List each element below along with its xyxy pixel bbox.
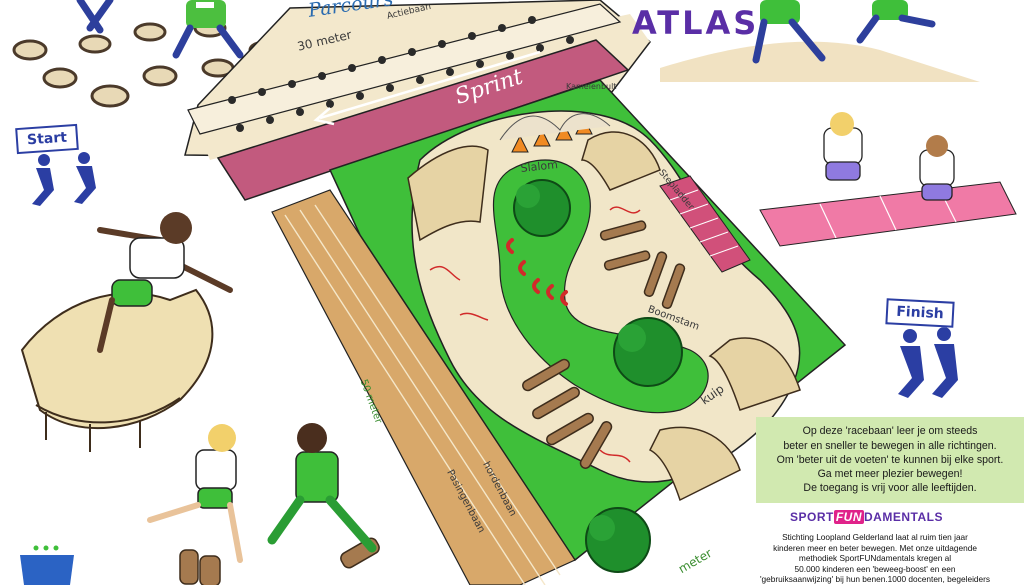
direction-arrows <box>429 206 641 463</box>
foundation-line: 50.000 kinderen een 'beweeg-boost' en ee… <box>794 563 956 574</box>
logo-fun: FUN <box>833 510 865 524</box>
info-line: Om 'beter uit de voeten' te kunnen bij e… <box>776 453 1004 466</box>
hurdle-lane <box>271 189 576 585</box>
lane-lines <box>284 204 561 585</box>
slalom-markers <box>506 238 568 306</box>
start-sign: Start <box>15 123 79 155</box>
bench-icon <box>407 131 801 502</box>
foundation-line: Stichting Loopland Gelderland laat al ru… <box>782 532 968 542</box>
label-kamelenbult: Kamelenbult <box>566 82 617 91</box>
foundation-line: kinderen meer en beter bewegen. Met onze… <box>773 542 977 553</box>
log-icon-bottom <box>179 537 380 585</box>
runner-icon-pair <box>147 423 377 563</box>
page-title: ATLAS <box>632 4 760 42</box>
info-line: Op deze 'racebaan' leer je om steeds <box>802 425 978 438</box>
runner-icon-jumping <box>97 212 233 353</box>
logo-sport: SPORT <box>790 510 834 524</box>
runner-icon-top-right <box>660 0 980 82</box>
hopscotch-mat <box>759 112 1017 247</box>
info-line: Ga met meer plezier bewegen! <box>817 468 963 481</box>
foundation-line: 'gebruiksaanwijzing' bij hun benen.1000 … <box>759 574 991 585</box>
bench-icon-circular <box>20 288 214 452</box>
emblem-icon <box>20 545 74 585</box>
logo-damentals: DAMENTALS <box>864 510 943 524</box>
finish-sign: Finish <box>885 298 955 328</box>
stepladder <box>659 175 751 273</box>
camel-hump <box>499 113 611 141</box>
runner-icon <box>76 0 244 59</box>
runner-icon-finish <box>898 327 958 398</box>
log-icon <box>522 220 686 469</box>
info-line: De toegang is vrij voor alle leeftijden. <box>803 482 977 495</box>
foundation-text: Stichting Loopland Gelderland laat al ru… <box>740 532 1010 585</box>
tree-icon <box>513 179 683 573</box>
info-line: beter en sneller te bewegen in alle rich… <box>783 439 997 452</box>
runner-icon-start <box>32 152 96 206</box>
foundation-line: methodiek SportFUNdamentals kregen al <box>798 553 952 564</box>
info-panel: Op deze 'racebaan' leer je om steeds bet… <box>756 417 1024 503</box>
